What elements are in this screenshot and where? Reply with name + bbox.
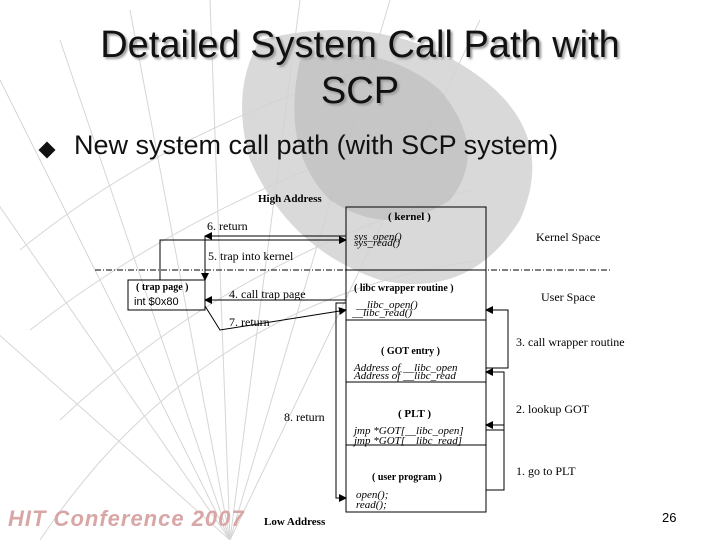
plt-line-open: jmp *GOT[__libc_open] (354, 425, 464, 437)
arrow-step8 (335, 302, 347, 502)
user-space-label: User Space (541, 290, 596, 304)
step-3-label: 3. call wrapper routine (516, 335, 625, 349)
step-6-label: 6. return (207, 219, 248, 233)
page-number: 26 (662, 510, 677, 525)
got-line-read: Address of __libc_read (354, 370, 456, 382)
step-8-label: 8. return (284, 410, 325, 424)
arrow-step2 (485, 368, 505, 431)
trap-page-instruction: int $0x80 (134, 296, 179, 308)
step-2-label: 2. lookup GOT (516, 402, 589, 416)
step-1-label: 1. go to PLT (516, 464, 576, 478)
slide-subtitle: New system call path (with SCP system) (74, 130, 559, 160)
trap-page-box (127, 279, 206, 311)
slide-title: Detailed System Call Path with SCP (100, 24, 620, 112)
kernel-line-read: sys_read() (354, 237, 401, 249)
memory-column (345, 206, 487, 513)
high-address-label: High Address (258, 193, 322, 205)
kernel-box-title: ( kernel ) (388, 211, 431, 223)
libc-box-title: ( libc wrapper routine ) (354, 283, 454, 294)
arrow-step7 (204, 305, 347, 331)
plt-box-title: ( PLT ) (398, 408, 432, 420)
plt-line-read: jmp *GOT[__libc_read] (354, 435, 463, 447)
user-line-read: read(); (356, 499, 387, 511)
step-7-label: 7. return (229, 315, 270, 329)
user-program-title: ( user program ) (372, 472, 442, 483)
arrow-step3 (485, 306, 509, 369)
got-line-open: Address of __libc_open (354, 362, 458, 374)
step-5-label: 5. trap into kernel (208, 249, 294, 263)
low-address-label: Low Address (264, 516, 326, 528)
arrow-step5 (159, 236, 347, 280)
step-4-label: 4. call trap page (229, 287, 306, 301)
user-line-open: open(); (356, 489, 389, 501)
libc-line-open: __libc_open() (356, 299, 418, 311)
libc-line-read: __libc_read() (352, 307, 413, 319)
conference-logo: HIT Conference 2007 (8, 506, 245, 531)
got-box-title: ( GOT entry ) (381, 346, 440, 357)
trap-page-title: ( trap page ) (136, 282, 189, 293)
arrow-step1 (485, 421, 505, 491)
kernel-line-open: sys_open() (354, 231, 402, 243)
kernel-space-label: Kernel Space (536, 230, 601, 244)
